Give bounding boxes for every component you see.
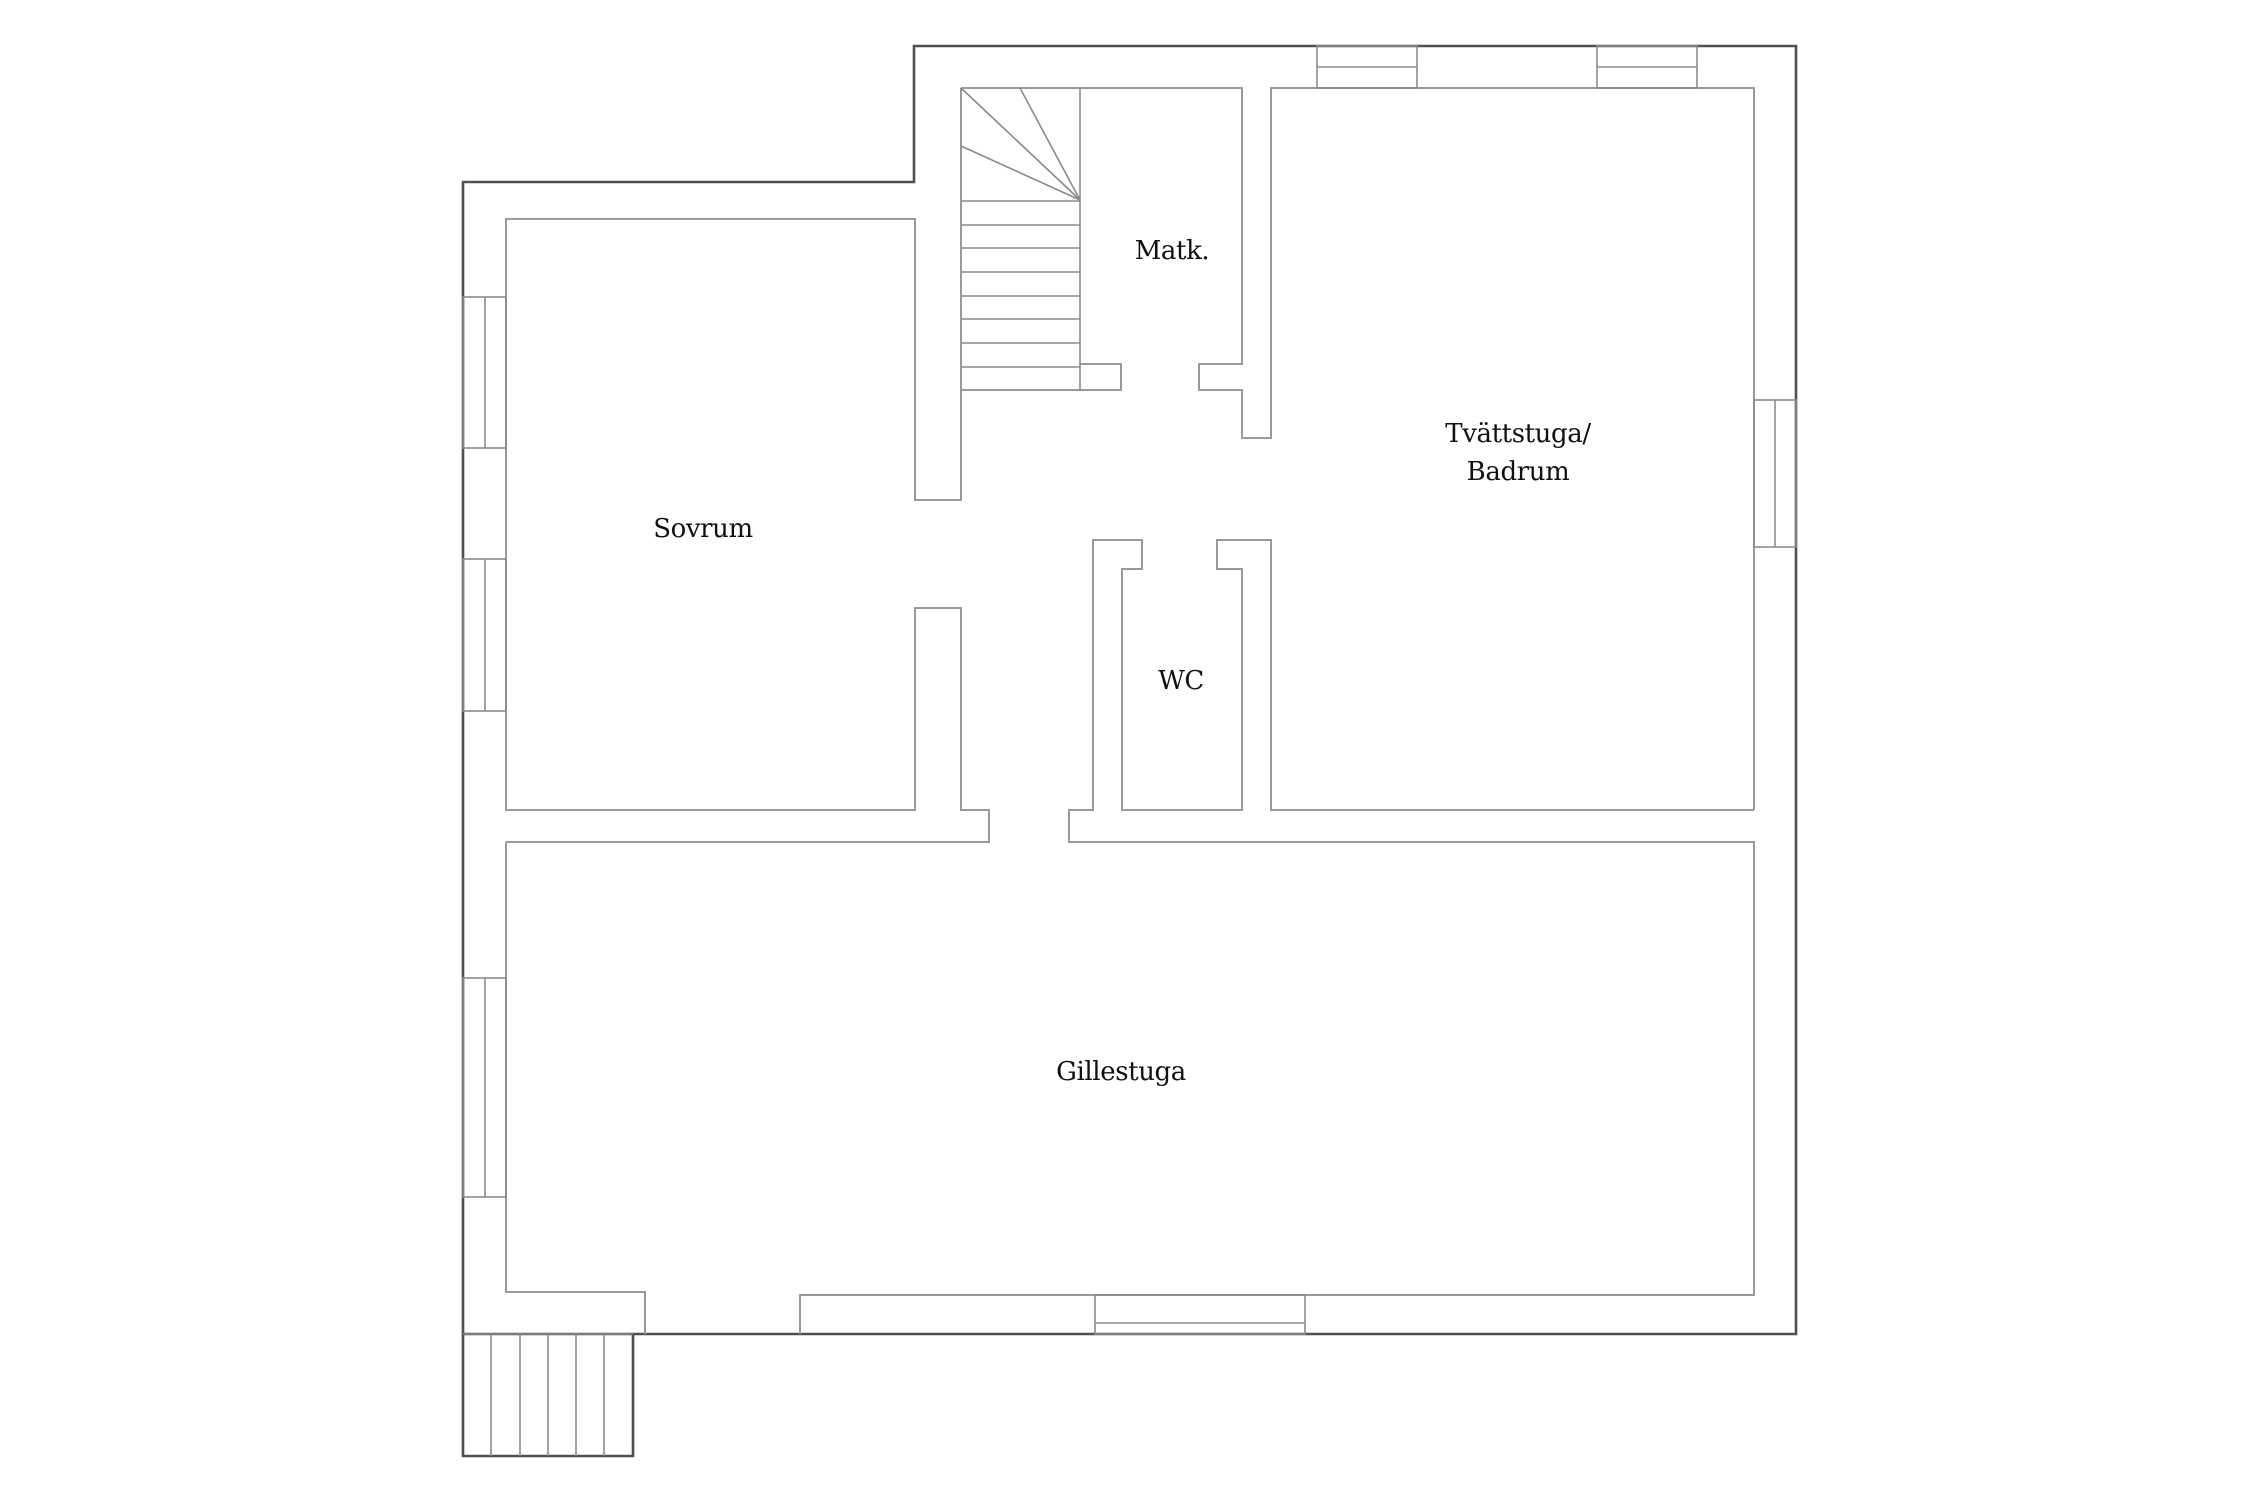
room-label-gillestuga: Gillestuga <box>1056 1057 1186 1087</box>
entrance-steps <box>461 1333 635 1458</box>
stair-left-wall <box>914 88 962 501</box>
room-label-matk: Matk. <box>1134 236 1210 266</box>
left-upper-window <box>462 296 507 449</box>
room-label-sovrum: Sovrum <box>653 514 753 544</box>
top-right-window <box>1596 45 1698 89</box>
interior-staircase <box>960 87 1081 390</box>
stair-matk-walls <box>961 87 1755 810</box>
right-window <box>1753 399 1797 548</box>
left-gillestuga-window <box>462 977 507 1198</box>
top-left-window <box>1316 45 1418 89</box>
gillestuga-walls <box>505 842 646 1334</box>
left-lower-window <box>462 558 507 712</box>
room-label-wc: WC <box>1158 666 1204 696</box>
bottom-window <box>1094 1294 1306 1335</box>
room-label-tvattstuga-line1: Tvättstuga/ <box>1445 419 1591 449</box>
gillestuga-bottom-right <box>799 539 1755 1334</box>
room-label-tvattstuga: Tvättstuga/ Badrum <box>1445 415 1591 491</box>
stair-stub <box>961 363 1122 391</box>
sovrum-walls <box>505 218 990 843</box>
room-label-tvattstuga-line2: Badrum <box>1466 457 1570 487</box>
outer-wall <box>461 44 1798 1336</box>
